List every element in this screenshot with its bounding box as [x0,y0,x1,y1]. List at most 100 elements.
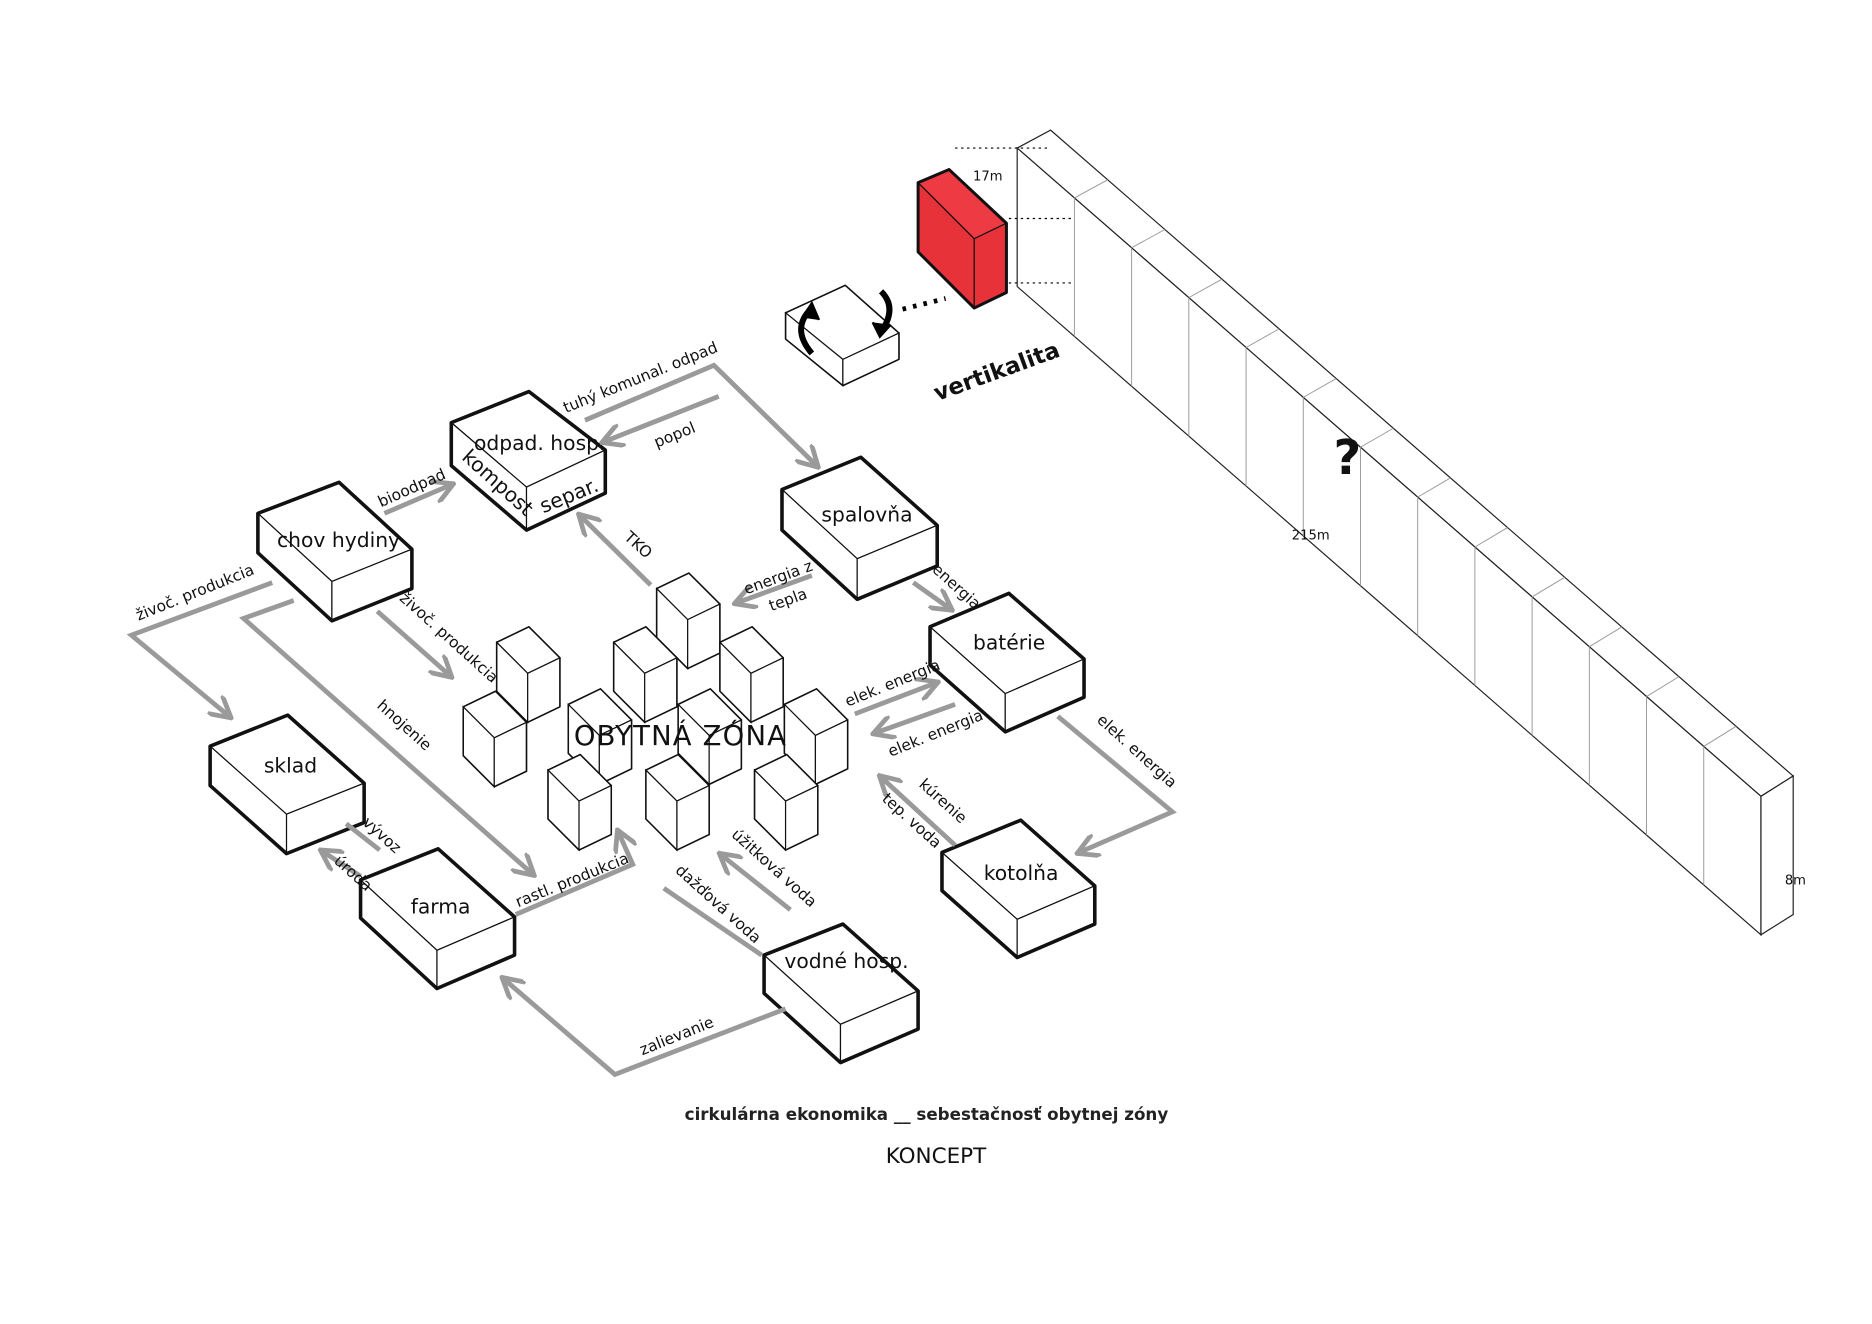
tower-module-line [1188,278,1223,299]
center-label: OBYTNÁ ZÓNA [574,720,787,752]
residential-cube [495,626,561,724]
tower-module-line [1417,477,1451,498]
tower-module-line [1074,179,1108,199]
caption: cirkulárna ekonomika __ sebestačnosť oby… [685,1104,1169,1124]
tower-top [1016,129,1795,798]
tower-module-line [1531,576,1565,598]
arrow-uzitkova [721,855,792,912]
box-farma-outline [358,847,517,991]
box-sklad-outline [208,713,366,856]
tower-module-line [1245,328,1280,348]
residential-cube-outline [547,753,613,851]
label-spalovna: spalovňa [821,503,912,527]
flow-arrows [126,362,1177,1078]
small-box-outline [784,284,900,387]
residential-cube-outline [612,626,678,724]
vertical-tower [916,129,1795,937]
tower-side [1016,146,1762,937]
arrow-hnojenie [238,598,533,874]
rotate-arrowhead-icon [801,300,821,321]
arrow-rastl [514,832,633,917]
residential-cube-outline [495,626,561,724]
red-highlight-module-outline [916,168,1008,310]
question-mark: ? [1334,431,1362,486]
box-odpad-hosp-outline [449,389,608,532]
residential-cube-outline [783,688,849,786]
label-chov: chov hydiny [277,528,400,552]
label-energia: energia [929,560,985,613]
residential-cube-outline [462,690,528,788]
tower-module-line [1703,725,1737,747]
label-rastl: rastl. produkcia [513,849,632,911]
dotted-connector [901,296,947,312]
label-uroda: úroda [330,852,375,895]
label-elek2: elek. energia [885,706,985,761]
arrow-tuhy-odpad [584,362,817,465]
residential-cube-outline [645,753,710,851]
residential-cube [753,753,819,852]
tower-module-line [1646,676,1680,697]
label-kotolna: kotolňa [984,861,1059,885]
residential-cube [718,626,785,724]
rotate-arrowhead-icon [871,321,892,339]
label-vyvoz: vývoz [359,813,405,857]
label-baterie: batérie [973,630,1045,654]
residential-cube-outline [677,688,743,786]
label-popol: popol [651,419,698,452]
box-odpad-hosp [449,389,608,532]
tower-module-line [1474,527,1508,548]
label-zivoc1: živoč. produkcia [133,561,256,625]
box-baterie-outline [928,591,1086,734]
arrow-vyvoz [344,821,382,852]
arrow-kurenie [881,777,957,848]
box-sklad [208,713,366,856]
arrow-energia [911,580,950,609]
arrow-energia-tepla [737,573,813,602]
arrow-bioodpad [383,485,451,516]
tower-module-line [1360,427,1394,448]
arrow-elek-kotolna [1056,714,1177,852]
arrow-uroda [322,851,362,879]
label-hnojenie: hnojenie [373,696,435,754]
arrow-zivoc-sklad [126,580,274,717]
residential-cube [546,753,613,852]
box-vodne-hosp [762,922,920,1065]
small-box [784,284,901,387]
box-baterie [928,591,1086,734]
arrow-tko [580,516,653,587]
tower-module-line [1131,229,1166,249]
arrow-elek-from-baterie [875,702,956,733]
box-vodne-hosp-outline [762,922,920,1065]
arrow-dazdova [662,886,764,958]
residential-cube-outline [753,753,819,851]
dim-height: 17m [973,169,1003,184]
residential-cube [677,688,743,786]
label-odpad: odpad. hosp. [474,431,606,455]
residential-cube [462,690,528,789]
residential-cube-outline [719,626,784,724]
box-spalovna [780,455,939,602]
residential-cube [655,572,721,671]
tower-module-line [1303,378,1337,398]
label-sklad: sklad [264,753,317,777]
arrow-zalievanie [504,979,787,1078]
title: KONCEPT [886,1144,987,1169]
tower-module-line [1589,626,1623,648]
tower-end [1760,774,1794,936]
label-vodne: vodné hosp. [784,949,908,973]
vertikalita-label: vertikalita [930,337,1063,407]
dim-width: 8m [1785,874,1806,889]
box-chov-hydiny [256,480,414,623]
dim-length: 215m [1292,529,1330,544]
residential-cube-outline [567,688,633,786]
label-elek1: elek. energia [842,656,942,711]
box-kotolna-outline [940,818,1097,960]
label-farma: farma [411,894,471,918]
box-farma [358,847,517,991]
arrow-popol [604,394,720,441]
arrow-elek-to-baterie [853,683,936,717]
box-spalovna-outline [780,455,939,602]
residential-cube [644,753,711,852]
box-chov-hydiny-outline [256,480,414,623]
